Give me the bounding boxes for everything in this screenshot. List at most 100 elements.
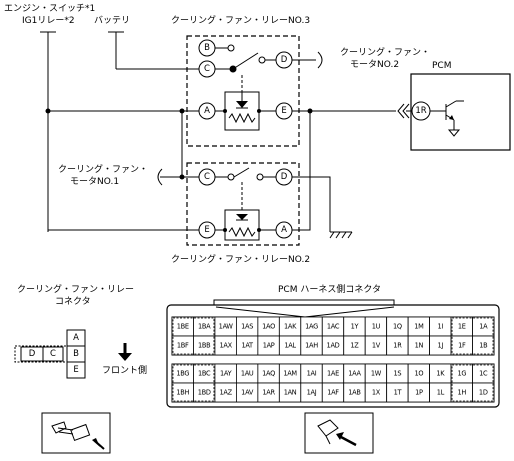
svg-text:A: A (281, 225, 287, 235)
svg-text:D: D (281, 55, 288, 65)
pcm-pin-label: 1B (479, 342, 488, 350)
pcm-pin-label: 1P (415, 389, 423, 397)
pcm-pin-label: 1N (415, 342, 424, 350)
svg-text:E: E (281, 106, 286, 116)
svg-text:C: C (204, 172, 210, 182)
pcm-pin-label: 1Q (393, 323, 402, 331)
pcm-pin-label: 1AJ (307, 389, 317, 397)
svg-text:B: B (73, 349, 79, 359)
pcm-pin-label: 1AE (327, 370, 339, 378)
pcm-pin-label: 1AT (241, 342, 254, 350)
pcm-pin-label: 1T (394, 389, 403, 397)
pcm-pin-label: 1X (372, 389, 381, 397)
ig1-relay-label: IG1リレー*2 (22, 16, 75, 26)
pcm-box: 1R (410, 73, 511, 151)
motor-no2-wire (292, 51, 323, 69)
motor-no1-label-line1: クーリング・ファン・ (58, 163, 148, 175)
pcm-pin-label: 1W (371, 370, 382, 378)
cooling-fan-relay-no2: C D E A (186, 162, 300, 246)
pcm-pin-label: 1BD (198, 389, 211, 397)
pcm-pin-label: 1AG (305, 323, 318, 331)
pcm-pin-label: 1K (436, 370, 445, 378)
pcm-label: PCM (432, 61, 451, 71)
svg-text:A: A (204, 106, 210, 116)
pcm-pin-label: 1I (438, 323, 444, 331)
svg-text:B: B (204, 43, 210, 53)
pcm-pin-label: 1AL (284, 342, 296, 350)
relay-no2-label: クーリング・ファン・リレーNO.2 (171, 253, 310, 265)
pcm-pin-label: 1U (372, 323, 381, 331)
svg-text:D: D (29, 349, 36, 359)
relay-connector-illustration (41, 412, 111, 454)
pcm-pin-label: 1AA (348, 370, 361, 378)
svg-text:E: E (73, 365, 78, 375)
pcm-pin-label: 1AB (348, 389, 361, 397)
pcm-pin-label: 1AU (241, 370, 254, 378)
pcm-pin-label: 1AR (262, 389, 275, 397)
ground-symbol (329, 231, 353, 239)
pcm-pin-label: 1AZ (220, 389, 233, 397)
pcm-pin-label: 1AF (327, 389, 339, 397)
svg-text:C: C (50, 349, 56, 359)
pcm-pin-label: 1AN (284, 389, 297, 397)
cooling-fan-relay-no3: B C D A E (186, 35, 300, 147)
pcm-pin-label: 1G (457, 370, 466, 378)
motor-no2-label-line1: クーリング・ファン・ (340, 46, 430, 58)
pcm-pin-label: 1BE (177, 323, 189, 331)
pcm-pin-label: 1AH (305, 342, 318, 350)
pcm-pin-label: 1C (479, 370, 488, 378)
pcm-pin-label: 1BC (198, 370, 211, 378)
svg-text:C: C (204, 64, 210, 74)
pcm-pin-label: 1AC (327, 323, 340, 331)
pcm-pin-label: 1BH (176, 389, 189, 397)
pcm-pin-label: 1AD (327, 342, 340, 350)
pcm-connector-label: PCM ハーネス側コネクタ (278, 283, 381, 295)
motor-no1-wire (157, 168, 182, 186)
pcm-pin-label: 1A (479, 323, 488, 331)
pcm-pin-label: 1BA (198, 323, 211, 331)
pcm-pin-label: 1BG (176, 370, 189, 378)
pcm-pin-label: 1D (479, 389, 488, 397)
svg-text:1R: 1R (415, 106, 426, 116)
pcm-pin-label: 1AI (307, 370, 317, 378)
pcm-pin-label: 1V (372, 342, 381, 350)
motor-no1-label-line2: モータNO.1 (70, 176, 119, 187)
pcm-pin-label: 1AW (219, 323, 234, 331)
relay-connector-face: A B E D C (14, 329, 86, 379)
pcm-pin-label: 1E (458, 323, 466, 331)
front-side-label: フロント側 (102, 364, 147, 376)
pcm-connector-illustration (304, 412, 374, 454)
svg-text:D: D (281, 172, 288, 182)
pcm-pin-cell (472, 382, 495, 403)
relay-connector-label-line2: コネクタ (55, 296, 91, 307)
pcm-pin-label: 1R (393, 342, 402, 350)
battery-source-symbol (108, 31, 124, 69)
pcm-pin-label: 1Z (350, 342, 359, 350)
pcm-pin-label: 1AQ (262, 370, 275, 378)
pcm-pin-label: 1AM (283, 370, 297, 378)
battery-label: バッテリ (94, 15, 130, 26)
down-arrow-icon (118, 343, 132, 361)
pcm-pin-label: 1AO (262, 323, 275, 331)
pcm-pin-label: 1AX (220, 342, 233, 350)
pcm-pin-label: 1AP (263, 342, 275, 350)
pcm-pin-cell (472, 335, 495, 356)
pcm-pin-label: 1BB (198, 342, 211, 350)
pcm-pin-label: 1L (437, 389, 445, 397)
pcm-pin-label: 1AV (241, 389, 254, 397)
motor-no2-label-line2: モータNO.2 (350, 59, 399, 70)
connector-symbol (397, 103, 410, 119)
relay-connector-label-line1: クーリング・ファン・リレー (17, 283, 134, 295)
svg-text:A: A (73, 333, 79, 343)
pcm-pin-label: 1M (414, 323, 424, 331)
pcm-pin-label: 1J (438, 342, 444, 350)
pcm-pin-label: 1AK (284, 323, 297, 331)
pcm-pin-label: 1AS (241, 323, 253, 331)
relay-no3-label: クーリング・ファン・リレーNO.3 (171, 14, 310, 26)
pcm-pin-label: 1S (394, 370, 402, 378)
pcm-pin-label: 1AY (220, 370, 233, 378)
svg-text:E: E (204, 225, 209, 235)
pcm-pin-label: 1BF (177, 342, 189, 350)
